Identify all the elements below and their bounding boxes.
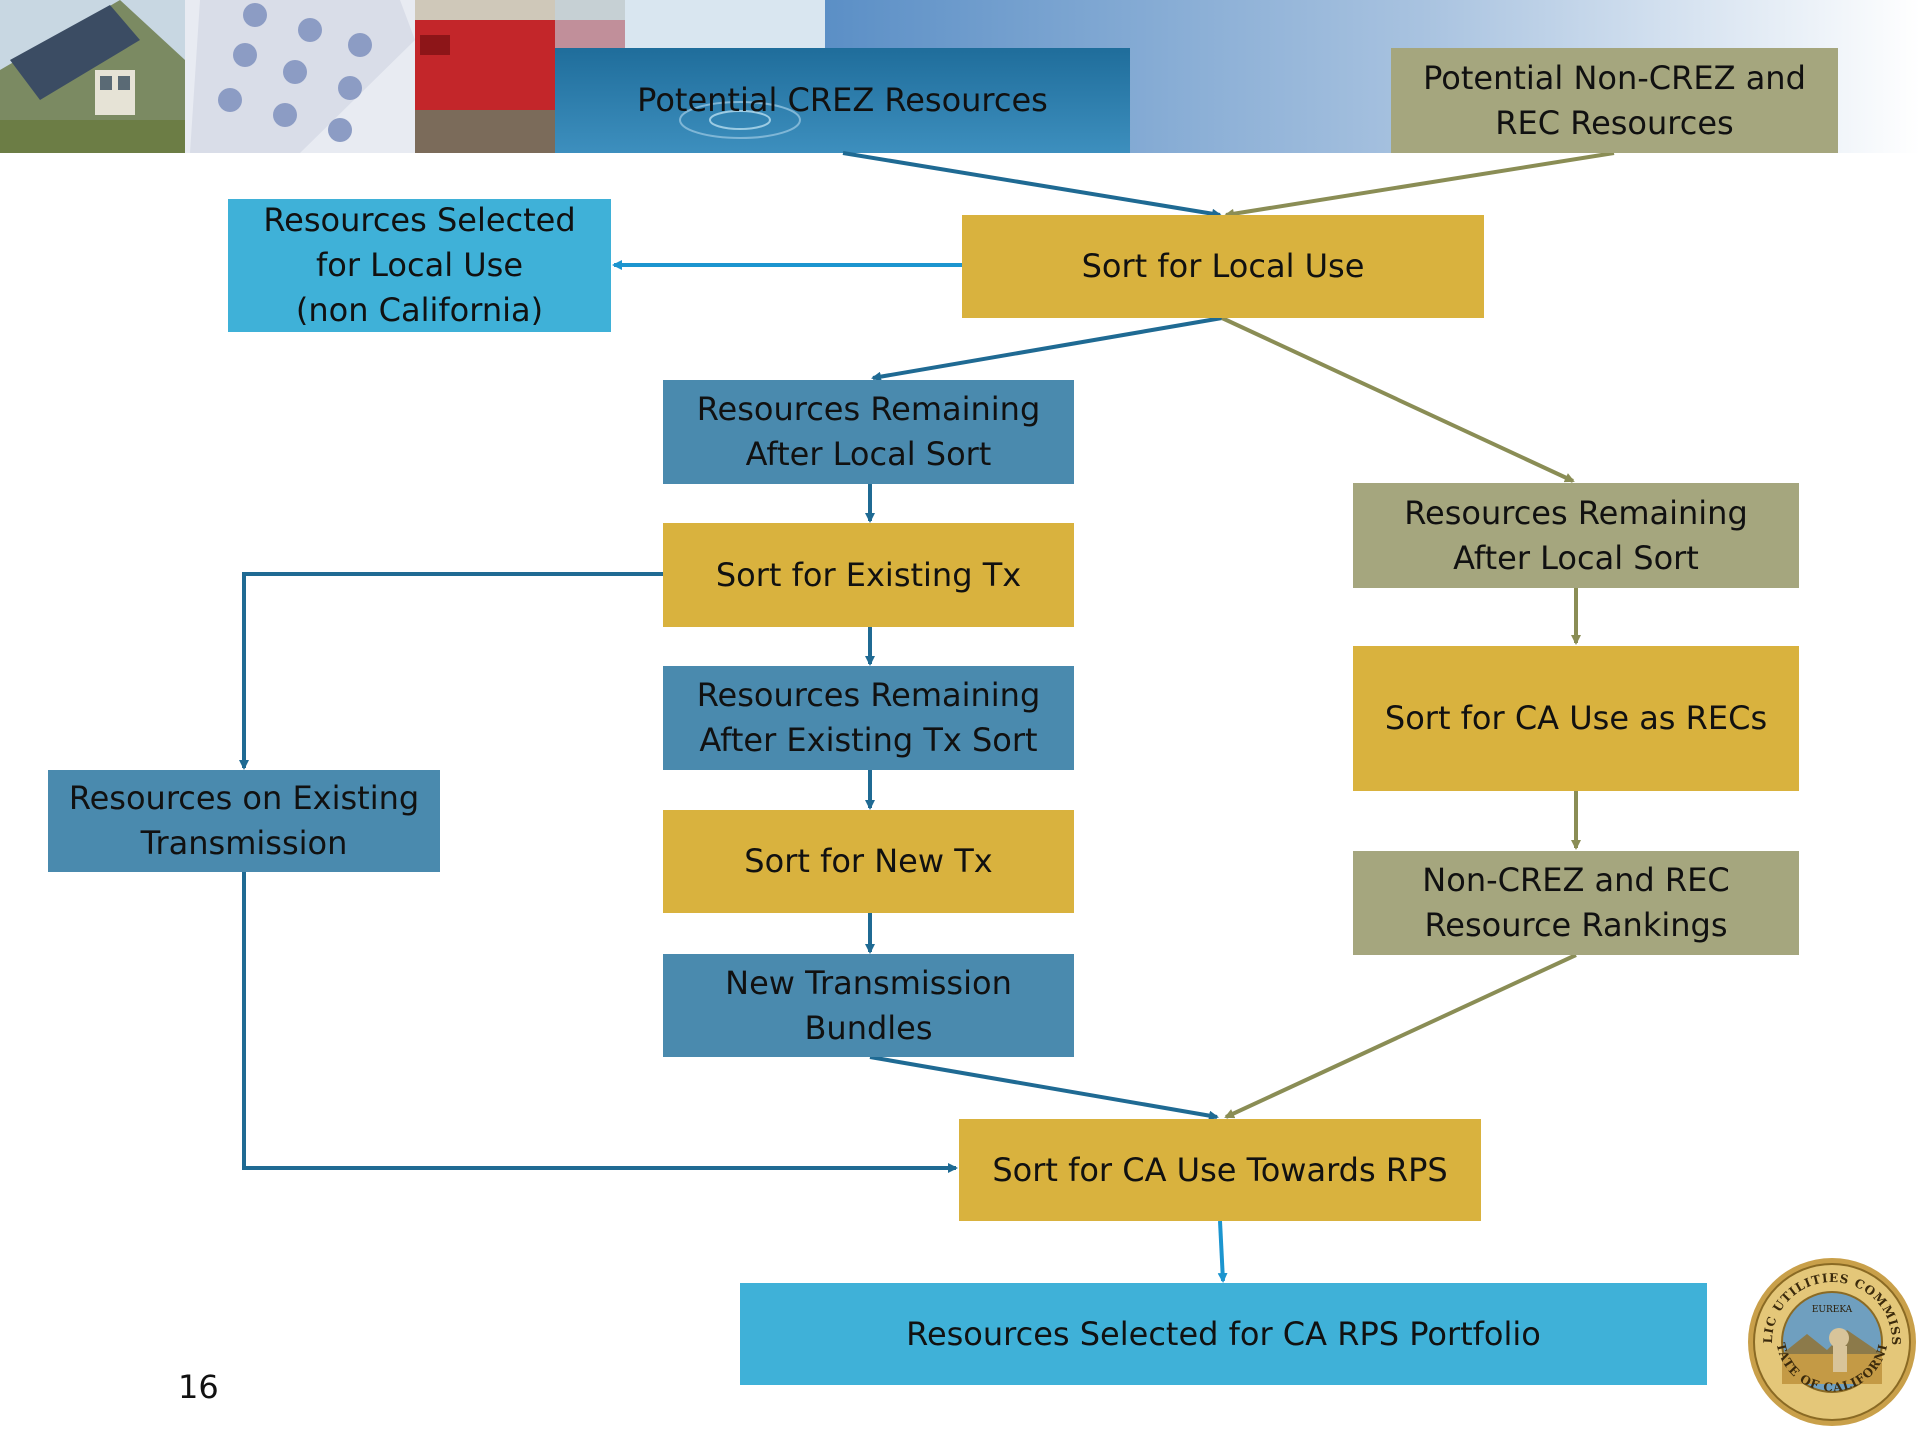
box-sort-new-tx-label: Sort for New Tx	[744, 842, 993, 880]
box-sort-existing-tx: Sort for Existing Tx	[663, 523, 1074, 627]
box-selected-rps-label: Resources Selected for CA RPS Portfolio	[906, 1314, 1541, 1353]
box-remaining-local-left-label: Resources Remaining After Local Sort	[696, 390, 1041, 473]
box-sort-ca-rps-label: Sort for CA Use Towards RPS	[992, 1150, 1448, 1189]
header-banner	[0, 0, 1920, 155]
arrow-sort-existing-to-existing-transmission	[239, 572, 663, 770]
box-potential-crez-label: Potential CREZ Resources	[637, 81, 1048, 119]
box-existing-transmission-label: Resources on Existing Transmission	[68, 779, 420, 862]
box-sort-new-tx: Sort for New Tx	[663, 810, 1074, 913]
box-sort-local-label: Sort for Local Use	[1081, 247, 1365, 285]
banner-graphic	[0, 0, 1920, 153]
box-remaining-local-right-label: Resources Remaining After Local Sort	[1404, 493, 1748, 577]
arrow-sort-rps-to-selected-rps	[1217, 1220, 1228, 1283]
box-selected-local-label: Resources Selected for Local Use (non Ca…	[263, 201, 576, 329]
box-new-tx-bundles-label: New Transmission Bundles	[725, 963, 1012, 1047]
svg-text:EUREKA: EUREKA	[1812, 1305, 1853, 1315]
box-selected-rps: Resources Selected for CA RPS Portfolio	[740, 1283, 1707, 1385]
box-potential-noncrez-label: Potential Non-CREZ and REC Resources	[1423, 58, 1806, 142]
box-noncrez-rankings: Non-CREZ and REC Resource Rankings	[1353, 851, 1799, 955]
box-remaining-local-right: Resources Remaining After Local Sort	[1353, 483, 1799, 588]
box-selected-local: Resources Selected for Local Use (non Ca…	[228, 199, 611, 332]
box-potential-noncrez: Potential Non-CREZ and REC Resources	[1391, 48, 1838, 153]
arrow-sort-local-to-remaining-right	[1221, 316, 1575, 483]
house-photo	[0, 0, 185, 153]
box-remaining-existing-tx: Resources Remaining After Existing Tx So…	[663, 666, 1074, 770]
box-potential-crez: Potential CREZ Resources	[555, 48, 1130, 153]
arrow-sort-local-to-remaining-left	[871, 316, 1223, 382]
arrow-rankings-to-sort-rps	[1224, 953, 1577, 1119]
box-remaining-existing-tx-label: Resources Remaining After Existing Tx So…	[696, 676, 1041, 759]
arrow-noncrez-to-sort-local	[1224, 151, 1615, 219]
water-photo	[555, 0, 1130, 153]
box-existing-transmission: Resources on Existing Transmission	[48, 770, 440, 872]
box-sort-ca-rps: Sort for CA Use Towards RPS	[959, 1119, 1481, 1221]
page-number: 16	[178, 1368, 219, 1406]
box-new-tx-bundles: New Transmission Bundles	[663, 954, 1074, 1057]
box-remaining-local-left: Resources Remaining After Local Sort	[663, 380, 1074, 484]
phone-photo	[185, 0, 415, 153]
arrow-bundles-to-sort-rps	[869, 1055, 1219, 1121]
box-noncrez-rankings-label: Non-CREZ and REC Resource Rankings	[1422, 861, 1730, 944]
box-sort-ca-recs-label: Sort for CA Use as RECs	[1384, 699, 1768, 737]
arrow-existing-transmission-to-sort-rps	[242, 872, 958, 1173]
box-sort-existing-tx-label: Sort for Existing Tx	[715, 555, 1022, 594]
arrow-crez-to-sort-local	[842, 151, 1222, 219]
box-sort-local: Sort for Local Use	[962, 215, 1484, 318]
box-sort-ca-recs: Sort for CA Use as RECs	[1353, 646, 1799, 791]
